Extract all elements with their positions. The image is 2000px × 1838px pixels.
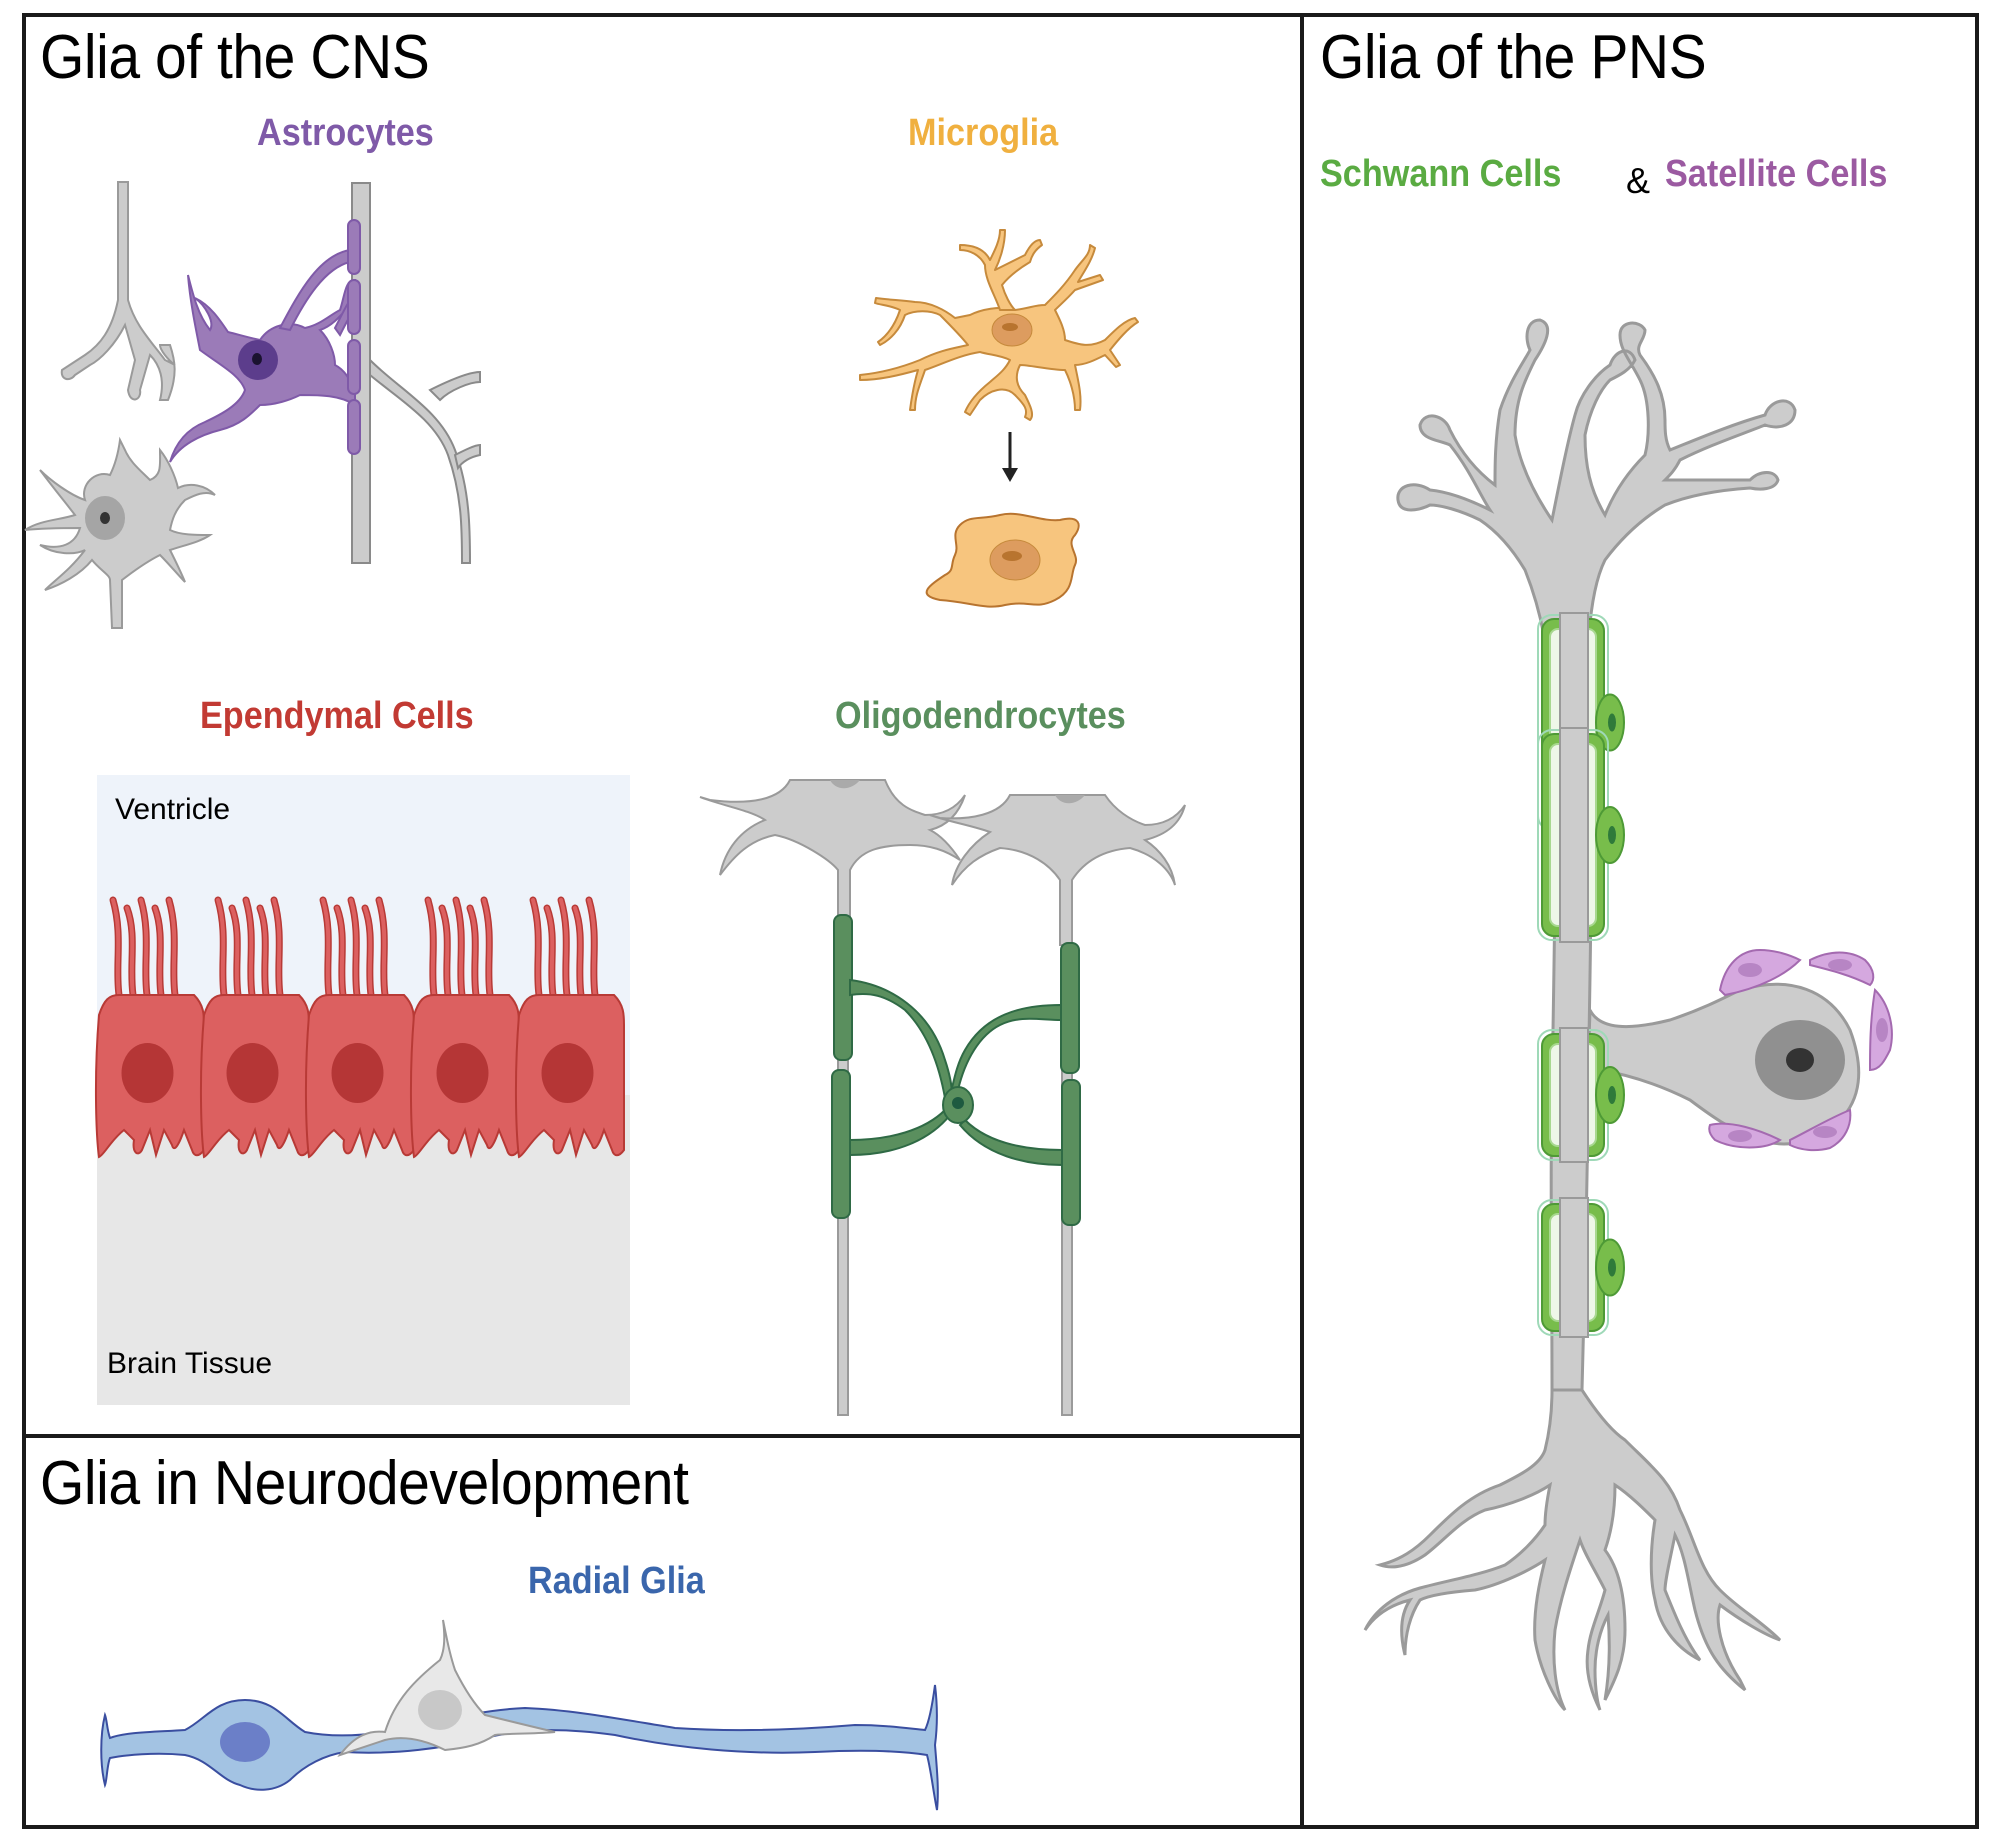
label-astrocytes: Astrocytes bbox=[257, 112, 434, 154]
migrating-neuron bbox=[337, 1619, 556, 1757]
gray-neuron-upper bbox=[60, 181, 176, 401]
axon-segment bbox=[1559, 1197, 1589, 1338]
schwann-cell bbox=[1537, 727, 1625, 943]
label-ventricle: Ventricle bbox=[115, 793, 231, 826]
cilium bbox=[440, 906, 450, 997]
axon-segment bbox=[1559, 1027, 1589, 1163]
panel-divider-horizontal bbox=[22, 1434, 1302, 1438]
schwann-nucleus bbox=[1608, 1258, 1616, 1277]
astrocyte-illustration bbox=[24, 181, 481, 629]
arrow-down-icon bbox=[1002, 432, 1018, 482]
label-ampersand: & bbox=[1626, 160, 1651, 201]
axon-segment bbox=[1559, 727, 1589, 943]
ependymal-cell bbox=[514, 896, 625, 1159]
cilium bbox=[125, 906, 135, 997]
panel-title-pns: Glia of the PNS bbox=[1320, 23, 1707, 92]
ependymal-nucleus bbox=[436, 1043, 489, 1103]
ependymal-cell bbox=[304, 896, 415, 1159]
radial-glia-illustration bbox=[100, 1619, 939, 1811]
schwann-nucleus bbox=[1608, 1086, 1616, 1104]
cilium bbox=[335, 906, 345, 997]
gray-neuron-lower bbox=[24, 436, 216, 629]
label-schwann-cells: Schwann Cells bbox=[1320, 153, 1562, 195]
neuron-soma-satellite bbox=[1586, 948, 1893, 1152]
cilium bbox=[272, 898, 282, 997]
label-ependymal-cells: Ependymal Cells bbox=[200, 695, 474, 737]
label-microglia: Microglia bbox=[908, 112, 1059, 154]
cilium bbox=[258, 906, 268, 997]
ependymal-nucleus bbox=[121, 1043, 174, 1103]
cilium bbox=[153, 906, 163, 997]
figure-frame bbox=[22, 13, 1979, 1829]
ependymal-cell bbox=[199, 896, 310, 1159]
label-oligodendrocytes: Oligodendrocytes bbox=[835, 695, 1126, 737]
microglia-amoeboid bbox=[925, 512, 1080, 608]
microglia-illustration bbox=[859, 229, 1139, 608]
oligodendrocyte-illustration bbox=[699, 779, 1186, 1416]
cilium bbox=[111, 898, 121, 997]
label-radial-glia: Radial Glia bbox=[528, 1560, 705, 1602]
schwann-cell bbox=[1537, 1027, 1625, 1163]
ependymal-nucleus bbox=[331, 1043, 384, 1103]
cilium bbox=[244, 898, 254, 997]
label-satellite-cells: Satellite Cells bbox=[1665, 153, 1888, 195]
ependymal-cell bbox=[94, 896, 205, 1159]
cilium bbox=[216, 898, 226, 997]
schwann-nucleus bbox=[1608, 713, 1616, 732]
panel-title-neurodevelopment: Glia in Neurodevelopment bbox=[40, 1449, 689, 1518]
ependymal-cell bbox=[409, 896, 520, 1159]
cilium bbox=[363, 906, 373, 997]
neuron-dendrites-top bbox=[1396, 318, 1797, 742]
cilium bbox=[573, 906, 583, 997]
ependymal-cells-svg bbox=[94, 896, 625, 1159]
cilium bbox=[167, 898, 177, 997]
radial-glia-cell bbox=[100, 1684, 939, 1811]
cilium bbox=[426, 898, 436, 997]
ependymal-nucleus bbox=[226, 1043, 279, 1103]
microglia-ramified bbox=[859, 229, 1139, 421]
cilium bbox=[139, 898, 149, 997]
cilium bbox=[482, 898, 492, 997]
blood-vessel bbox=[351, 182, 481, 564]
cilium bbox=[377, 898, 387, 997]
neuron-dendrites-bottom bbox=[1363, 1388, 1782, 1712]
cilium bbox=[545, 906, 555, 997]
cilium bbox=[321, 898, 331, 997]
label-brain-tissue: Brain Tissue bbox=[107, 1347, 273, 1380]
panel-divider-vertical bbox=[1300, 13, 1304, 1829]
cilium bbox=[468, 906, 478, 997]
cilium bbox=[454, 898, 464, 997]
satellite-cells bbox=[1708, 948, 1893, 1152]
panel-title-cns: Glia of the CNS bbox=[40, 23, 430, 92]
cilium bbox=[559, 898, 569, 997]
cilium bbox=[531, 898, 541, 997]
schwann-cell bbox=[1537, 1197, 1625, 1338]
schwann-cells bbox=[1537, 612, 1625, 1338]
cilium bbox=[349, 898, 359, 997]
pns-neuron-illustration bbox=[1363, 318, 1893, 1712]
ependymal-nucleus bbox=[541, 1043, 594, 1103]
oligodendrocyte-green bbox=[831, 914, 1081, 1226]
astrocyte-purple bbox=[169, 219, 361, 463]
schwann-nucleus bbox=[1608, 826, 1616, 844]
ependymal-region: Ventricle Brain Tissue bbox=[94, 775, 630, 1405]
cilium bbox=[230, 906, 240, 997]
cilium bbox=[587, 898, 597, 997]
